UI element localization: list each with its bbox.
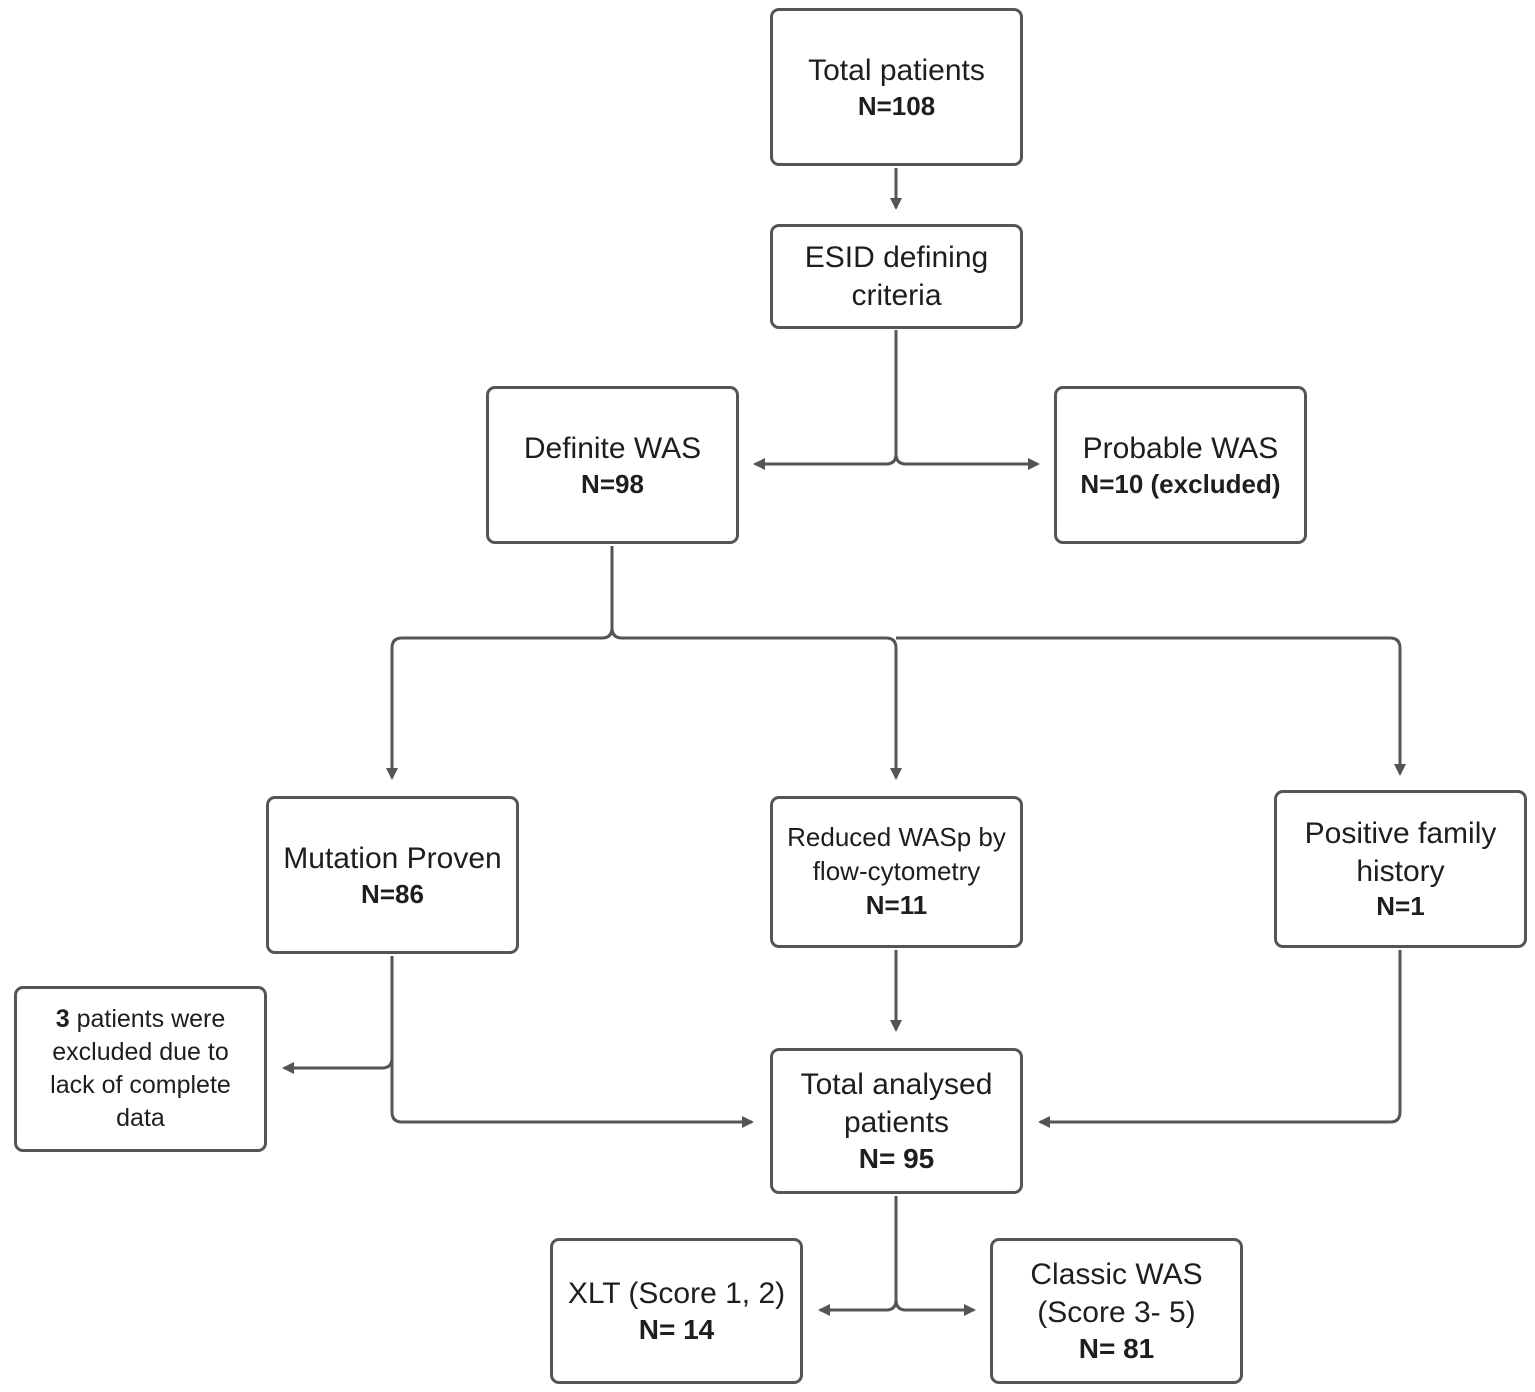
node-classic-label-line2: (Score 3- 5) — [1037, 1295, 1196, 1329]
node-excluded-line4: data — [116, 1104, 165, 1132]
connector-family-to-analysed — [1038, 950, 1402, 1128]
node-classic-count: N= 81 — [1078, 1333, 1155, 1364]
node-total-patients-label: Total patients — [808, 54, 985, 87]
connector-esid-to-probable — [894, 453, 1040, 470]
node-total-analysed: Total analysed patients N= 95 — [770, 1048, 1023, 1194]
connector-definite-to-family — [896, 636, 1406, 776]
node-mutation-count: N=86 — [361, 878, 424, 909]
node-family-label-line2: history — [1356, 854, 1445, 888]
node-esid-label-line2: criteria — [851, 278, 942, 312]
node-xlt-count: N= 14 — [638, 1314, 715, 1346]
node-esid-label-line1: ESID defining — [804, 241, 989, 274]
node-excluded-line2: excluded due to — [52, 1038, 229, 1066]
node-excluded-line1: 3 patients were — [56, 1003, 226, 1036]
node-total-patients-count: N=108 — [857, 90, 936, 121]
node-definite-label: Definite WAS — [523, 432, 702, 465]
node-family-history: Positive family history N=1 — [1274, 790, 1527, 948]
node-probable-count: N=10 (excluded) — [1080, 468, 1281, 499]
node-reduced-label-line2: flow-cytometry — [812, 856, 981, 887]
connector-mutation-to-excluded — [282, 956, 394, 1074]
connector-definite-to-reduced — [610, 627, 902, 780]
node-mutation-label: Mutation Proven — [283, 842, 502, 875]
node-reduced-label-line1: Reduced WASp by — [787, 822, 1006, 853]
node-definite-was: Definite WAS N=98 — [486, 386, 739, 544]
node-analysed-label-line1: Total analysed — [800, 1068, 993, 1101]
node-analysed-count: N= 95 — [858, 1143, 935, 1174]
node-reduced-count: N=11 — [865, 889, 928, 920]
connector-esid-down — [753, 330, 898, 470]
node-excluded-line3: lack of complete — [50, 1071, 231, 1099]
node-xlt-label: XLT (Score 1, 2) — [567, 1276, 786, 1310]
node-family-count: N=1 — [1376, 891, 1425, 922]
node-probable-was: Probable WAS N=10 (excluded) — [1054, 386, 1307, 544]
node-excluded-line1-rest: patients were — [69, 1005, 226, 1033]
connector-analysed-to-classic — [894, 1299, 976, 1316]
connector-analysed-to-xlt — [818, 1196, 898, 1316]
node-classic-label-line1: Classic WAS — [1030, 1258, 1203, 1291]
connector-definite-down — [386, 546, 614, 780]
node-excluded-note: 3 patients were excluded due to lack of … — [14, 986, 267, 1152]
node-esid-criteria: ESID defining criteria — [770, 224, 1023, 329]
connector-mutation-to-analysed — [390, 1058, 754, 1128]
node-xlt: XLT (Score 1, 2) N= 14 — [550, 1238, 803, 1384]
node-mutation-proven: Mutation Proven N=86 — [266, 796, 519, 954]
node-probable-label: Probable WAS — [1082, 432, 1279, 465]
node-definite-count: N=98 — [581, 468, 644, 499]
node-analysed-label-line2: patients — [843, 1105, 950, 1139]
node-classic-was: Classic WAS (Score 3- 5) N= 81 — [990, 1238, 1243, 1384]
node-total-patients: Total patients N=108 — [770, 8, 1023, 166]
node-excluded-number: 3 — [55, 1005, 70, 1033]
node-family-label-line1: Positive family — [1304, 817, 1497, 851]
node-reduced-wasp: Reduced WASp by flow-cytometry N=11 — [770, 796, 1023, 948]
